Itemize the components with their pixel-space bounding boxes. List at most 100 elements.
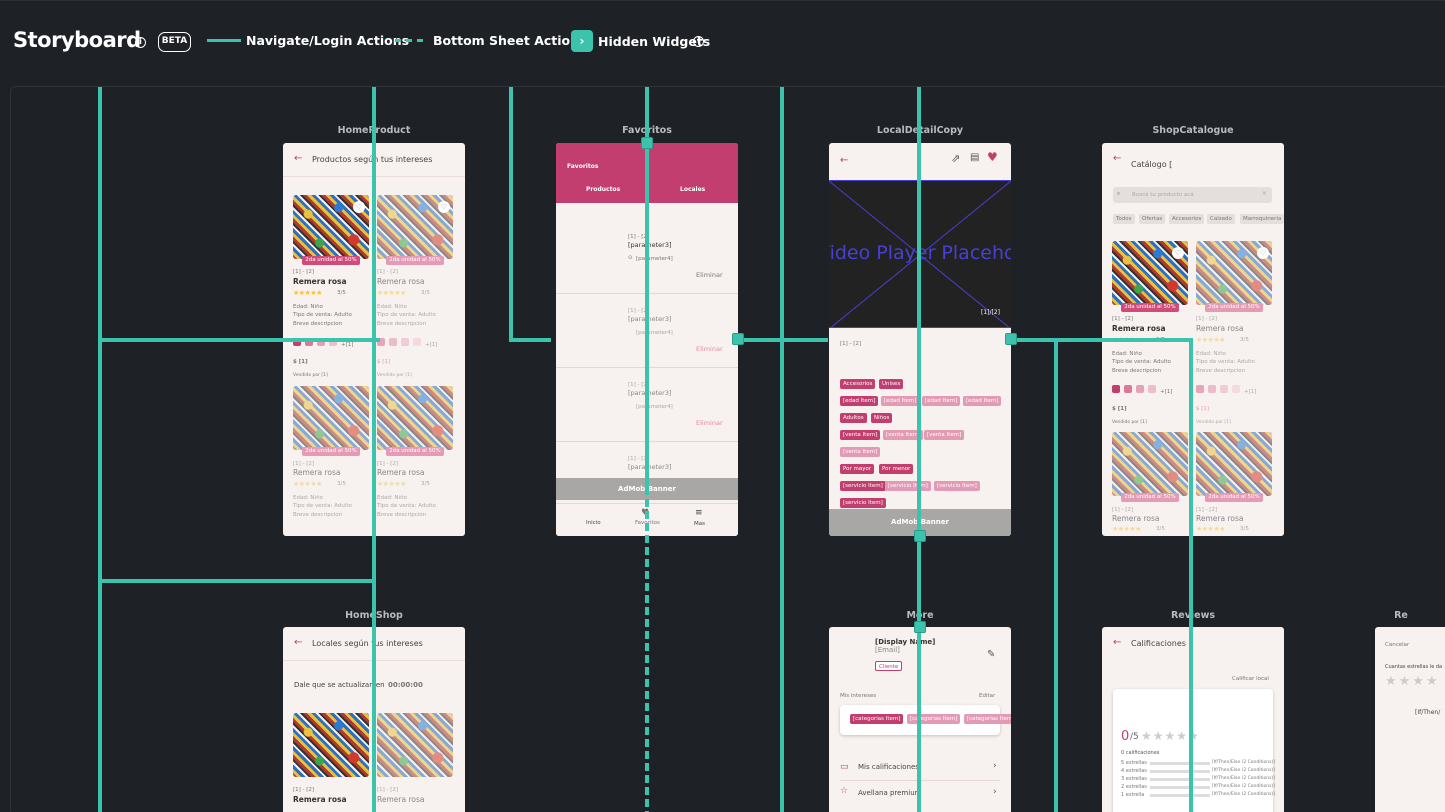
delete-button[interactable]: Eliminar (696, 271, 723, 279)
info-icon[interactable]: i (135, 37, 146, 48)
hidden-widgets-info-icon[interactable]: i (693, 36, 704, 47)
filter-chip[interactable]: Accesorios (1169, 214, 1205, 224)
product-image[interactable] (377, 713, 453, 777)
heart-icon[interactable]: ♡ (1172, 247, 1184, 259)
heart-icon[interactable]: ♥ (987, 150, 998, 164)
product-name: Remera rosa (1196, 514, 1244, 523)
chip-servicio[interactable]: [servicio Item] (840, 481, 886, 491)
chip-edad[interactable]: [edad Item] (963, 396, 1002, 406)
filter-chip[interactable]: Ofertas (1139, 214, 1166, 224)
rating-stars: ★★★★★ (293, 289, 322, 297)
color-swatch[interactable] (293, 338, 301, 346)
color-swatch[interactable] (1208, 385, 1216, 393)
calificar-link[interactable]: Calificar local (1232, 676, 1269, 682)
nav-inicio[interactable]: Inicio (586, 520, 601, 526)
chevron-right-icon[interactable]: › (993, 787, 997, 797)
filter-chip[interactable]: Todos (1113, 214, 1135, 224)
tab-productos[interactable]: Productos (586, 186, 621, 193)
hidden-widgets-icon[interactable]: › (571, 30, 593, 52)
chevron-right-icon[interactable]: › (993, 761, 997, 771)
filter-chip[interactable]: Marroquinería (1240, 214, 1284, 224)
heart-icon[interactable]: ♡ (353, 201, 365, 213)
chip-edad[interactable]: [edad Item] (840, 396, 879, 406)
filter-chip[interactable]: Calzado (1207, 214, 1235, 224)
chip-servicio[interactable]: [servicio Item] (840, 498, 886, 508)
product-image[interactable] (293, 713, 369, 777)
color-swatch[interactable] (1124, 385, 1132, 393)
chip-ninos[interactable]: Niños (871, 413, 893, 423)
chip-por-menor[interactable]: Por menor (879, 464, 914, 474)
tab-locales[interactable]: Locales (680, 186, 706, 193)
search-input[interactable]: ⌕ Buscá tu producto acá ✕ (1113, 187, 1272, 203)
color-swatch[interactable] (1232, 385, 1240, 393)
color-swatch[interactable] (389, 338, 397, 346)
category-chip[interactable]: [categorias Item] (964, 714, 1011, 724)
edit-icon[interactable]: ✎ (987, 649, 996, 660)
back-arrow-icon[interactable]: ← (1113, 637, 1122, 648)
heart-icon[interactable]: ♡ (438, 201, 450, 213)
cancel-link[interactable]: Cancelar (1385, 642, 1410, 648)
color-swatch[interactable] (1148, 385, 1156, 393)
chip-edad[interactable]: [edad Item] (922, 396, 961, 406)
mis-calificaciones-item[interactable]: Mis calificaciones (858, 763, 919, 771)
edit-interests-link[interactable]: Editar (979, 693, 996, 699)
avellana-premium-item[interactable]: Avellana premium (858, 789, 922, 797)
color-swatch[interactable] (317, 338, 325, 346)
color-swatch[interactable] (413, 338, 421, 346)
color-swatch[interactable] (1136, 385, 1144, 393)
color-swatch[interactable] (1196, 385, 1204, 393)
category-chip[interactable]: [categorias Item] (850, 714, 904, 724)
color-swatch[interactable] (1220, 385, 1228, 393)
stars-row-bar (1150, 770, 1210, 773)
color-swatch[interactable] (377, 338, 385, 346)
item-param3: [parameter3] (628, 241, 672, 249)
back-arrow-icon[interactable]: ← (840, 155, 849, 166)
connector-node[interactable] (914, 621, 926, 633)
chip-venta[interactable]: [venta Item] (883, 430, 924, 440)
chip-servicio[interactable]: [servicio Item] (885, 481, 931, 491)
chip-edad[interactable]: [edad Item] (881, 396, 920, 406)
chip-venta[interactable]: [venta Item] (924, 430, 965, 440)
map-icon[interactable]: ▤ (970, 152, 980, 163)
color-swatch[interactable] (305, 338, 313, 346)
beta-badge: BETA (158, 32, 191, 52)
nav-mas[interactable]: Mas (694, 521, 705, 527)
delete-button[interactable]: Eliminar (696, 419, 723, 427)
heart-icon[interactable]: ♡ (1257, 247, 1269, 259)
chip-servicio[interactable]: [servicio Item] (934, 481, 980, 491)
connector-node[interactable] (914, 530, 926, 542)
back-arrow-icon[interactable]: ← (1113, 153, 1122, 164)
phone-reviews[interactable]: ← Calificaciones Calificar local 0 /5 ★★… (1102, 627, 1284, 812)
storyboard-canvas[interactable]: HomeProduct Favoritos LocalDetailCopy Sh… (10, 86, 1445, 812)
chip-por-mayor[interactable]: Por mayor (840, 464, 875, 474)
menu-icon[interactable]: ≡ (695, 508, 703, 518)
chip-adultos[interactable]: Adultos (840, 413, 867, 423)
chip-unisex[interactable]: Unisex (879, 379, 904, 389)
rating-text: 3/5 (1240, 526, 1249, 532)
chip-accesorios[interactable]: Accesorios (840, 379, 876, 389)
color-swatch[interactable] (1112, 385, 1120, 393)
connector-line (780, 87, 784, 812)
back-arrow-icon[interactable]: ← (294, 153, 303, 164)
clear-icon[interactable]: ✕ (1262, 191, 1267, 197)
delete-button[interactable]: Eliminar (696, 345, 723, 353)
product-image[interactable] (293, 386, 369, 450)
rating-stars-input[interactable]: ★★★★ (1385, 674, 1440, 689)
back-arrow-icon[interactable]: ← (294, 637, 303, 648)
category-chip[interactable]: [categorias Item] (907, 714, 961, 724)
connector-node[interactable] (641, 137, 653, 149)
chip-venta[interactable]: [venta Item] (840, 430, 881, 440)
color-swatch[interactable] (401, 338, 409, 346)
connector-line (372, 87, 376, 812)
share-icon[interactable]: ⇗ (951, 152, 961, 165)
phone-partial[interactable]: Cancelar Cuantas estrellas le da ★★★★ [I… (1375, 627, 1445, 812)
product-image[interactable] (1196, 432, 1272, 496)
product-image[interactable] (1112, 432, 1188, 496)
connector-node[interactable] (1005, 333, 1017, 345)
connector-node[interactable] (732, 333, 744, 345)
tipo-text: Tipo de venta: Adulto (293, 503, 352, 509)
chip-venta[interactable]: [venta Item] (840, 447, 881, 457)
rating-stars: ★★★★★ (293, 480, 322, 488)
product-image[interactable] (377, 386, 453, 450)
color-swatch[interactable] (329, 338, 337, 346)
